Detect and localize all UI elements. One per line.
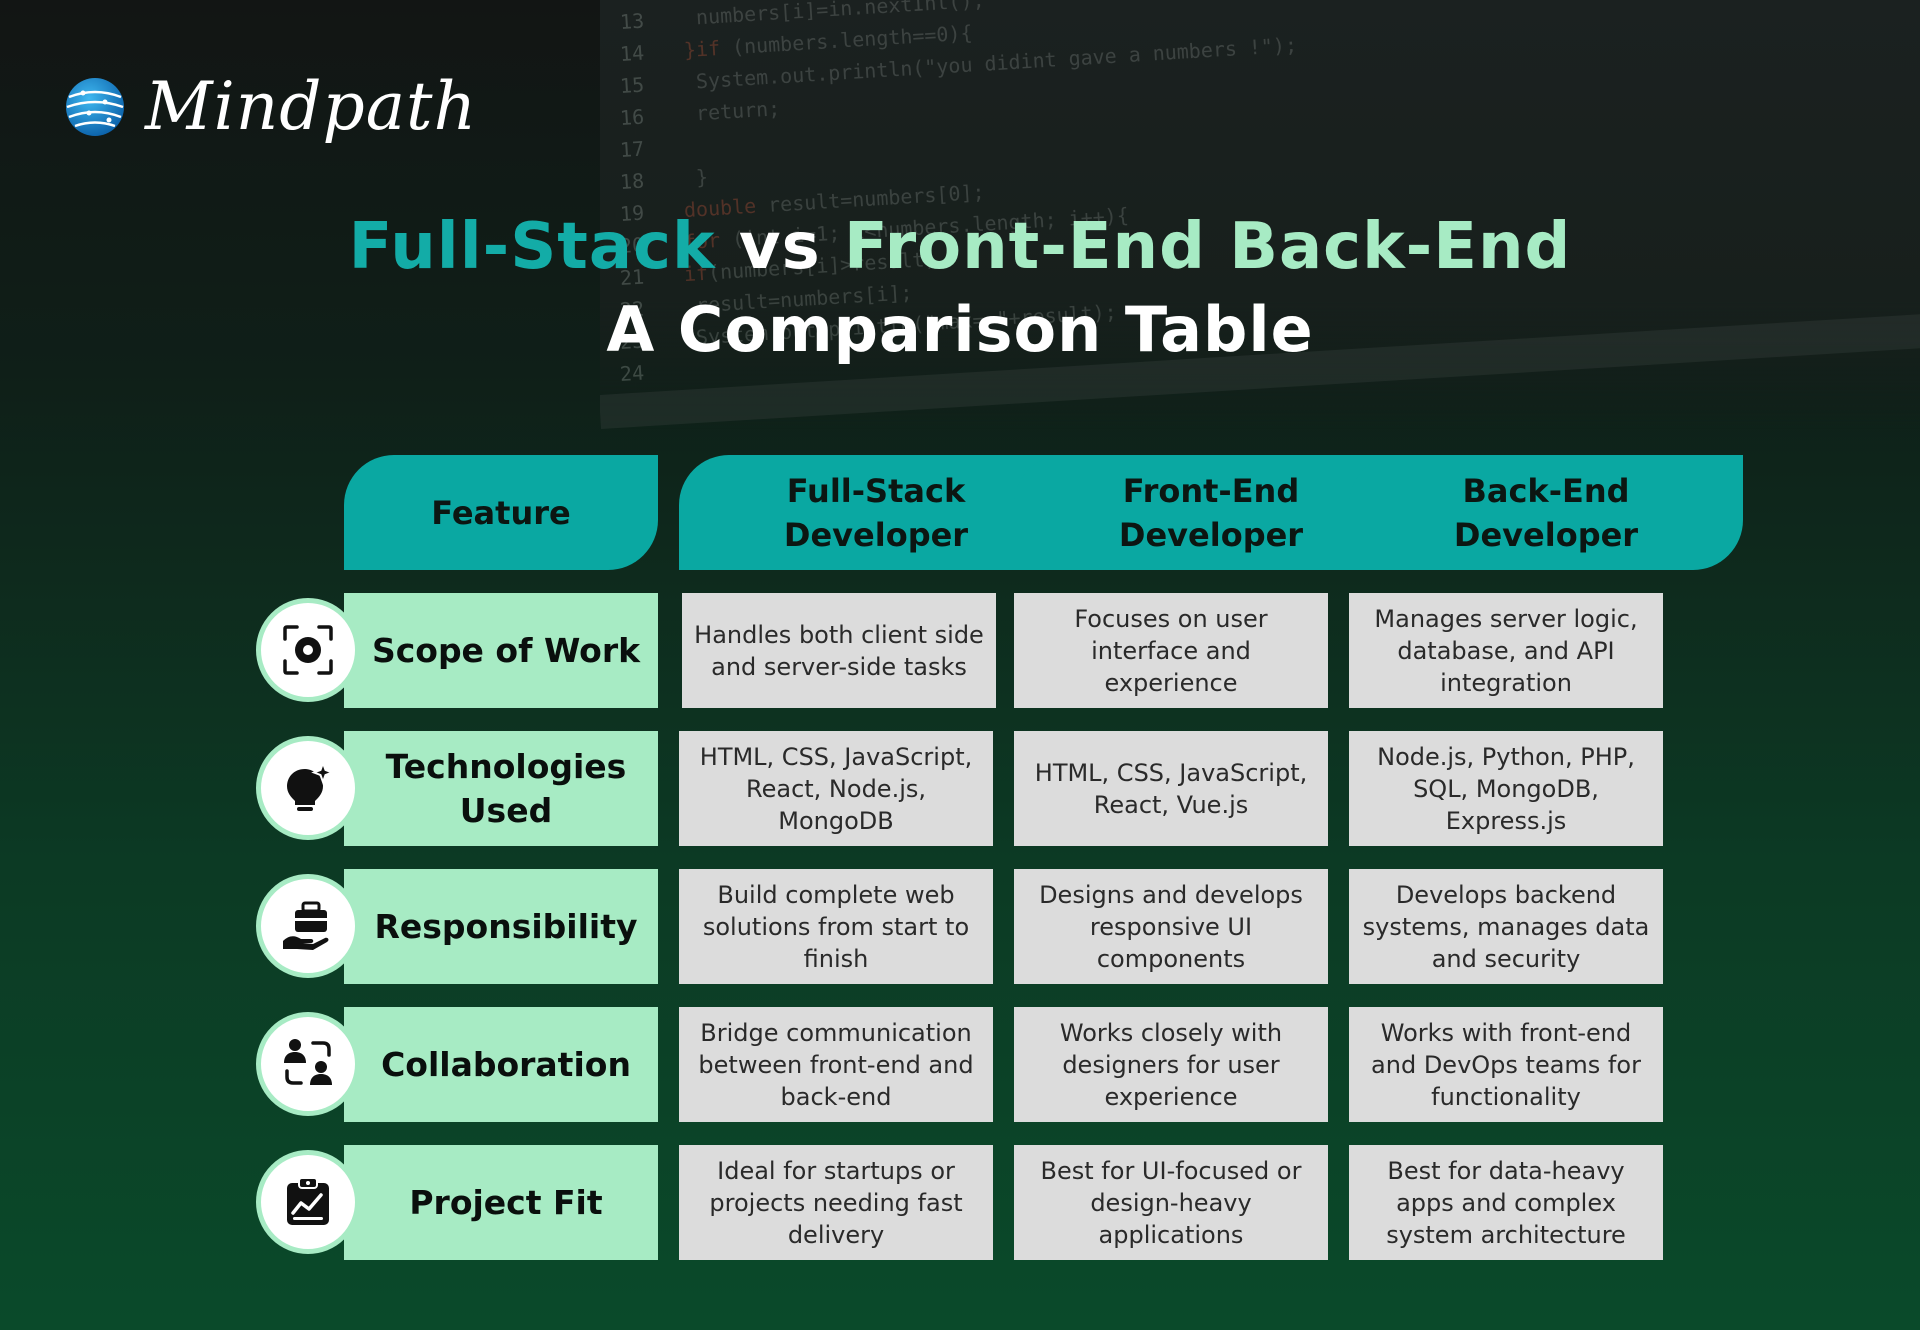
code-background: 13 numbers[i]=in.nextInt(); 14}if (numbe… xyxy=(600,0,1920,430)
cell-resp-full-stack: Build complete web solutions from start … xyxy=(679,869,993,984)
cell-fit-front-end: Best for UI-focused or design-heavy appl… xyxy=(1014,1145,1328,1260)
row-icon-badge xyxy=(256,736,360,840)
row-icon-badge xyxy=(256,1150,360,1254)
cell-scope-front-end: Focuses on user interface and experience xyxy=(1014,593,1328,708)
title-line-1: Full-Stack vs Front-End Back-End xyxy=(0,205,1920,289)
cell-scope-full-stack: Handles both client side and server-side… xyxy=(682,593,996,708)
title-vs: vs xyxy=(715,210,844,284)
cell-fit-full-stack: Ideal for startups or projects needing f… xyxy=(679,1145,993,1260)
cell-tech-front-end: HTML, CSS, JavaScript, React, Vue.js xyxy=(1014,731,1328,846)
title-full-stack: Full-Stack xyxy=(348,210,716,284)
cell-scope-back-end: Manages server logic, database, and API … xyxy=(1349,593,1663,708)
lightbulb-sparkle-icon xyxy=(287,760,335,811)
page-title: Full-Stack vs Front-End Back-End A Compa… xyxy=(0,205,1920,371)
feature-technologies-used: Technologies Used xyxy=(344,731,658,846)
cell-collab-full-stack: Bridge communication between front-end a… xyxy=(679,1007,993,1122)
cell-resp-front-end: Designs and develops responsive UI compo… xyxy=(1014,869,1328,984)
globe-logo-icon xyxy=(66,77,124,136)
cell-tech-back-end: Node.js, Python, PHP, SQL, MongoDB, Expr… xyxy=(1349,731,1663,846)
brand-name: Mindpath xyxy=(145,68,478,145)
cell-resp-back-end: Develops backend systems, manages data a… xyxy=(1349,869,1663,984)
briefcase-hand-icon xyxy=(283,901,329,950)
header-full-stack: Full-Stack Developer xyxy=(679,455,1073,570)
feature-collaboration: Collaboration xyxy=(344,1007,658,1122)
chart-clipboard-icon xyxy=(287,1177,329,1225)
cell-tech-full-stack: HTML, CSS, JavaScript, React, Node.js, M… xyxy=(679,731,993,846)
row-icon-badge xyxy=(256,1012,360,1116)
header-back-end: Back-End Developer xyxy=(1349,455,1743,570)
cell-collab-front-end: Works closely with designers for user ex… xyxy=(1014,1007,1328,1122)
row-icon-badge xyxy=(256,598,360,702)
row-icon-badge xyxy=(256,874,360,978)
feature-responsibility: Responsibility xyxy=(344,869,658,984)
title-front-back: Front-End Back-End xyxy=(843,210,1572,284)
cell-fit-back-end: Best for data-heavy apps and complex sys… xyxy=(1349,1145,1663,1260)
cell-collab-back-end: Works with front-end and DevOps teams fo… xyxy=(1349,1007,1663,1122)
people-exchange-icon xyxy=(284,1039,332,1085)
feature-scope-of-work: Scope of Work xyxy=(344,593,658,708)
brand-logo: Mindpath xyxy=(65,68,477,145)
header-front-end: Front-End Developer xyxy=(1014,455,1408,570)
header-feature: Feature xyxy=(344,455,658,570)
title-line-2: A Comparison Table xyxy=(606,293,1314,366)
feature-project-fit: Project Fit xyxy=(344,1145,658,1260)
focus-target-icon xyxy=(283,625,333,675)
